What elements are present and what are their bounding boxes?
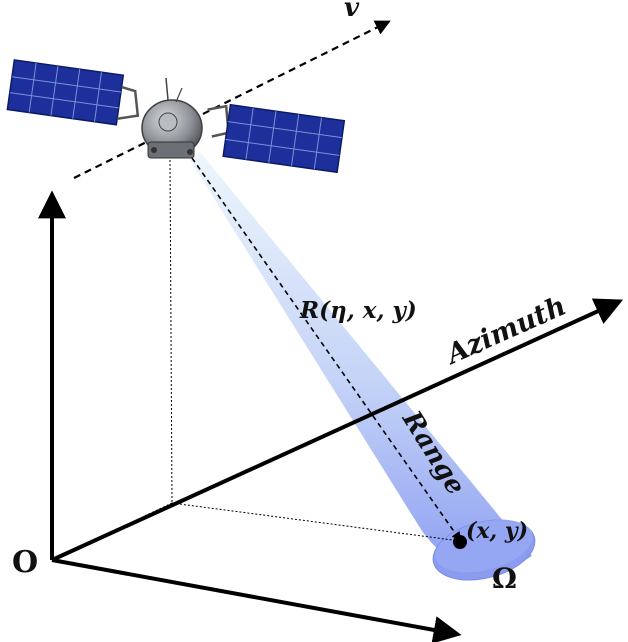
ground-projection-line [171, 502, 461, 542]
satellite-icon [6, 59, 346, 174]
radar-beam [190, 152, 532, 572]
slant-range-line [191, 157, 462, 542]
target-label: (x, y) [466, 518, 528, 544]
origin-label: O [12, 545, 38, 580]
footprint-label: Ω [492, 562, 517, 595]
range-axis [51, 558, 462, 642]
velocity-vector [73, 20, 391, 179]
velocity-label: v [344, 0, 360, 23]
target-point [453, 535, 467, 549]
slant-range-label: R(η, x, y) [299, 297, 417, 324]
nadir-projection-line [169, 159, 173, 504]
azimuth-axis [51, 298, 624, 562]
